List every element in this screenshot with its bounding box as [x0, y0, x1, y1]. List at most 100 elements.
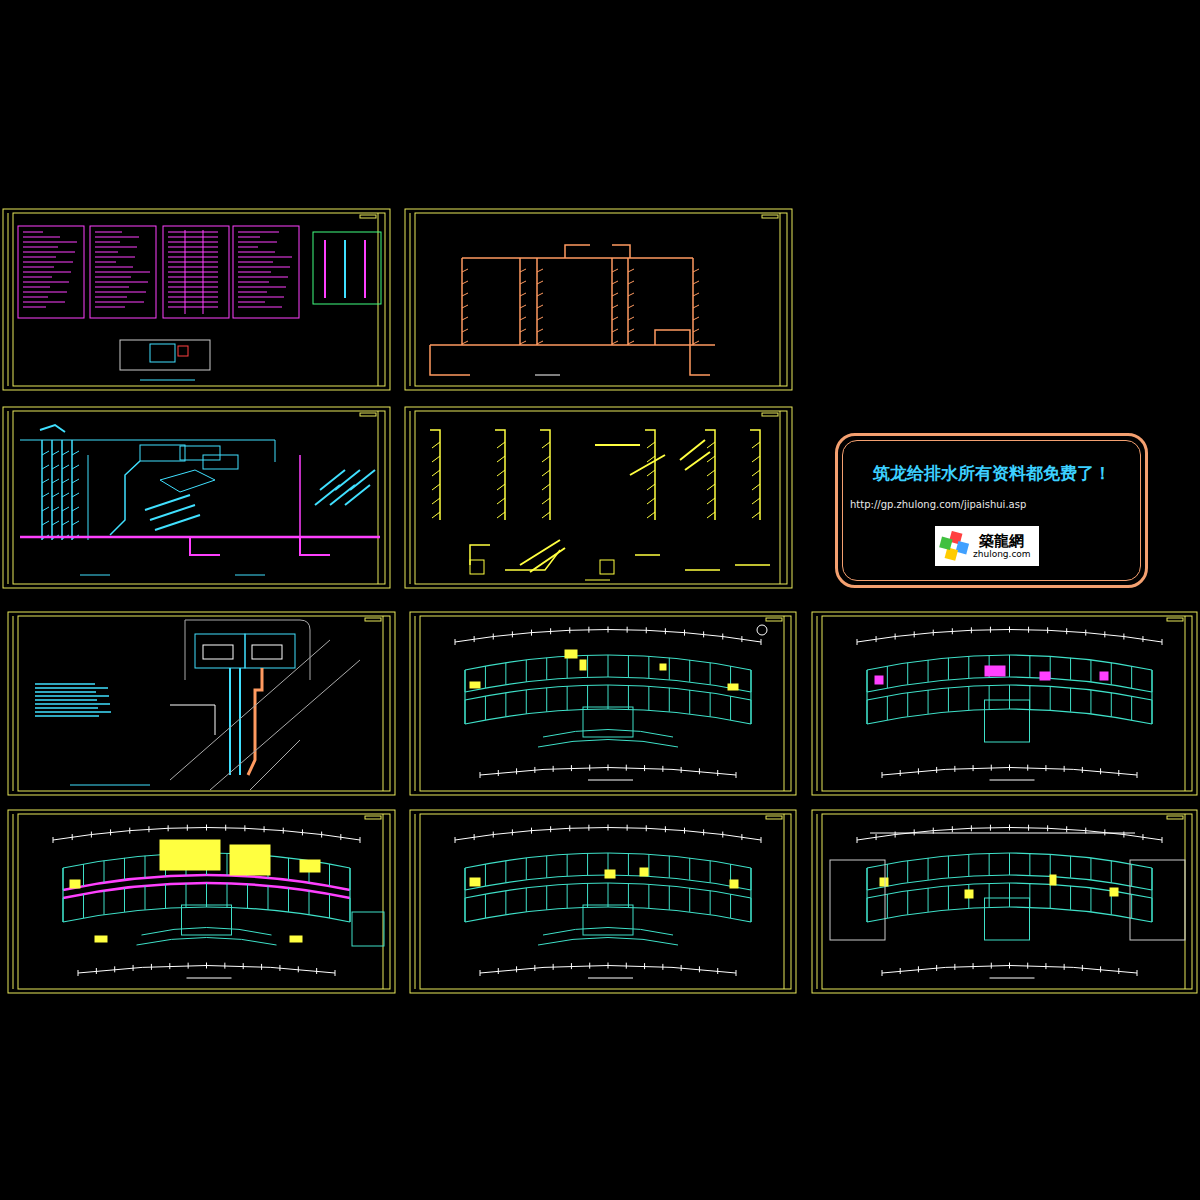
logo-petal — [945, 547, 958, 560]
room-wall — [1111, 861, 1112, 883]
pipe-path — [185, 620, 186, 680]
dimension-tick — [531, 630, 532, 636]
dimension-tick — [1009, 765, 1010, 771]
pipe-path — [345, 470, 375, 505]
dimension-tick — [761, 837, 762, 843]
note-line — [168, 247, 218, 248]
dimension-tick — [736, 970, 737, 976]
note-line — [168, 257, 218, 258]
dimension-tick — [516, 768, 517, 774]
room-wall — [751, 868, 752, 890]
sheet-border — [13, 411, 385, 584]
note-line — [35, 703, 110, 705]
note-line — [23, 252, 75, 253]
branch-tick — [707, 456, 715, 462]
note-line — [23, 257, 56, 258]
promo-url: http://gp.zhulong.com/jipaishui.asp — [850, 499, 1141, 510]
title-strip — [780, 213, 781, 386]
note-line — [168, 292, 218, 293]
note-line — [35, 699, 97, 701]
canopy — [137, 938, 277, 946]
tank-label — [252, 645, 282, 659]
tank — [140, 445, 185, 461]
dimension-tick — [876, 636, 877, 642]
dimension-tick — [736, 772, 737, 778]
dimension-tick — [1045, 765, 1046, 771]
caption-underline — [990, 780, 1035, 781]
note-line — [168, 232, 218, 233]
title-strip — [378, 411, 379, 584]
room-wall — [867, 868, 868, 890]
building-wall — [465, 709, 751, 724]
note-line — [238, 307, 282, 308]
dimension-tick — [243, 963, 244, 969]
dimension-tick — [261, 964, 262, 970]
room-wall — [485, 864, 486, 886]
branch-tick — [628, 317, 634, 320]
room-wall — [1111, 693, 1112, 717]
sheet-border — [420, 616, 791, 791]
notes-panel — [233, 226, 299, 318]
dimension-tick — [244, 825, 245, 831]
dimension-tick — [1047, 825, 1048, 831]
note-line — [95, 287, 129, 288]
room-wall — [465, 868, 466, 890]
pipe-line — [229, 668, 231, 775]
note-line — [95, 242, 120, 243]
branch-tick — [432, 484, 440, 490]
room-wall — [546, 856, 547, 878]
note-line — [238, 287, 286, 288]
title-tag — [762, 413, 778, 416]
note-line — [23, 297, 48, 298]
room-wall — [1152, 670, 1153, 692]
dimension-tick — [1009, 825, 1010, 831]
room-wall — [648, 884, 649, 908]
title-strip — [784, 814, 785, 989]
dimension-tick — [991, 765, 992, 771]
dimension-tick — [918, 966, 919, 972]
room-wall — [1090, 858, 1091, 880]
dimension-tick — [474, 636, 475, 642]
dimension-tick — [699, 768, 700, 774]
wing-outline — [830, 860, 885, 940]
note-line — [35, 707, 98, 709]
dimension-tick — [918, 768, 919, 774]
room-wall — [227, 883, 228, 907]
room-wall — [887, 894, 888, 918]
room-wall — [751, 700, 752, 724]
dimension-tick — [990, 627, 991, 633]
dimension-tick — [96, 968, 97, 974]
note-line — [95, 257, 135, 258]
branch-tick — [497, 512, 505, 518]
building-wall — [464, 670, 465, 724]
room-wall — [751, 670, 752, 692]
room-wall — [485, 894, 486, 918]
title-tag — [365, 618, 381, 621]
room-wall — [689, 858, 690, 880]
logo-domain: zhulong.com — [973, 550, 1031, 560]
room-wall — [526, 858, 527, 880]
dimension-tick — [168, 825, 169, 831]
pipe-line — [20, 440, 275, 441]
room-wall — [608, 685, 609, 709]
tank — [180, 446, 220, 460]
pipe-line — [88, 455, 89, 540]
pipe-path — [655, 330, 710, 375]
dimension-tick — [741, 636, 742, 642]
pump-set — [145, 495, 200, 530]
notes-panel — [18, 226, 84, 318]
building-wall — [464, 868, 465, 922]
room-wall — [1029, 655, 1030, 677]
title-tag — [365, 816, 381, 819]
logo-petal — [956, 541, 969, 554]
note-line — [23, 262, 73, 263]
dimension-tick — [553, 766, 554, 772]
dimension-tick — [971, 825, 972, 831]
dimension-tick — [644, 765, 645, 771]
fixture-mark — [730, 880, 738, 888]
logo-badge: 築龍網zhulong.com — [935, 526, 1039, 566]
branch-tick — [647, 442, 655, 448]
dimension-tick — [114, 966, 115, 972]
room-wall — [247, 884, 248, 908]
room-wall — [628, 883, 629, 907]
